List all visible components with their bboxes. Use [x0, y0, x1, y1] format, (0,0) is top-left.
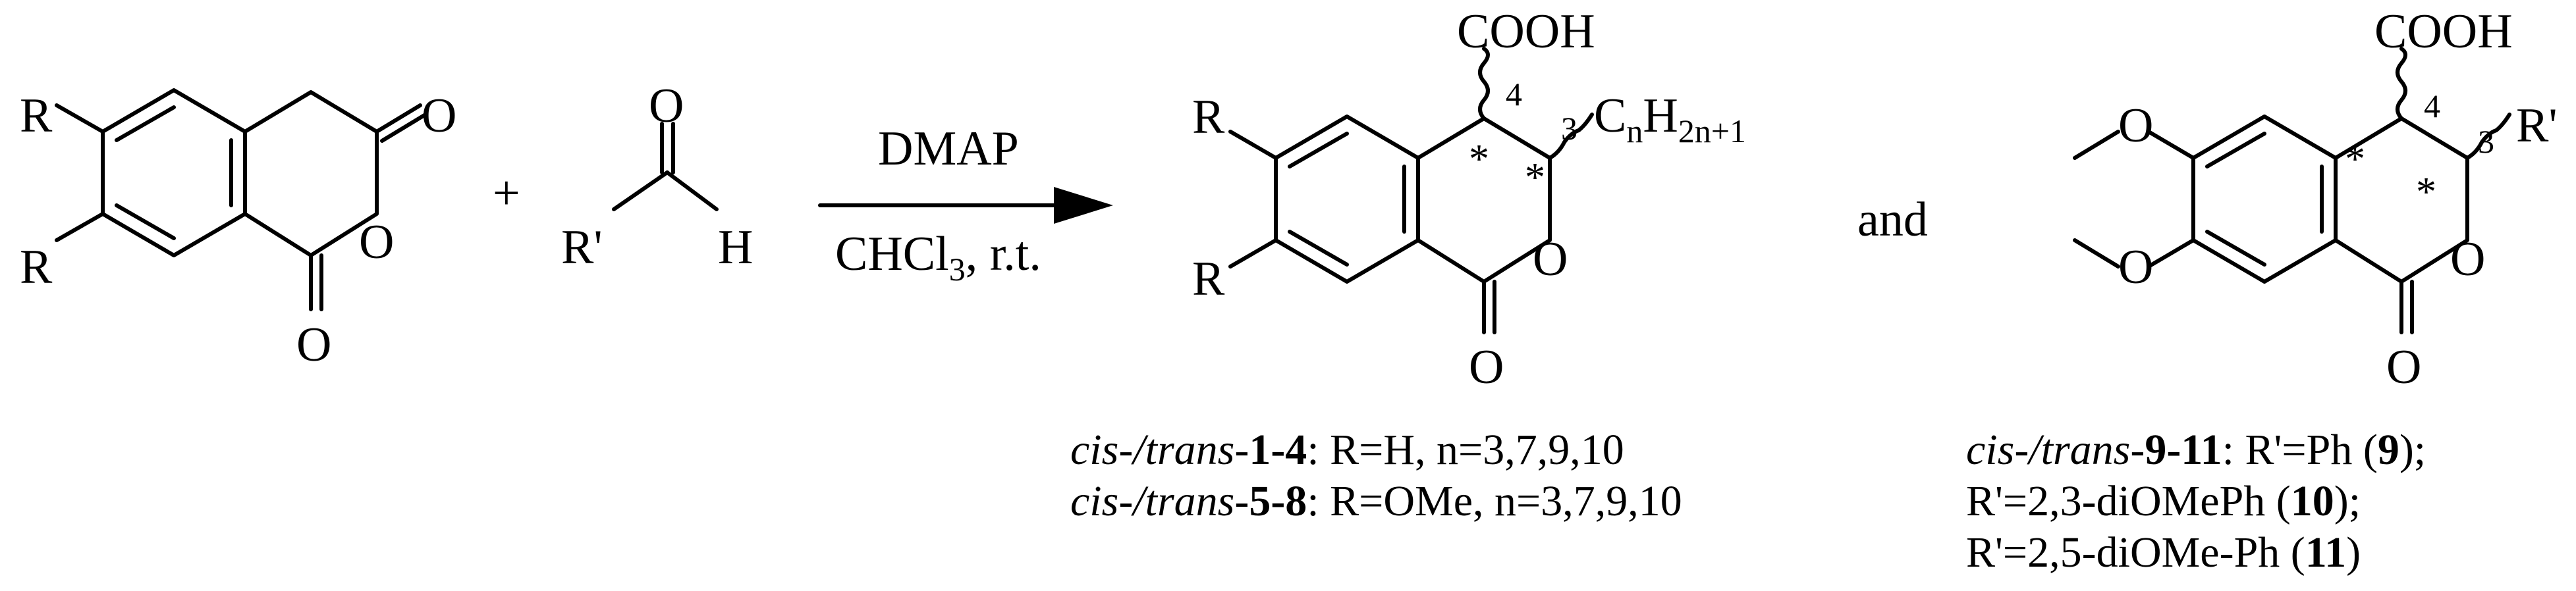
reactant-anhydride: R R O O O: [20, 88, 456, 372]
product-isochromanone-alkyl: COOH R R 4 3 * * CnH2n+1 O O: [1192, 5, 1746, 394]
caption-products-5-8: cis-/trans-5-8: R=OMe, n=3,7,9,10: [1070, 477, 1682, 525]
product2-stereo-3: *: [2416, 170, 2436, 215]
product1-ring-o: O: [1533, 232, 1568, 286]
product2-methoxy-o-top: O: [2118, 99, 2153, 153]
product1-r-bottom: R: [1192, 252, 1225, 306]
product2-ring-o: O: [2450, 232, 2485, 286]
reaction-arrow: DMAP CHCl3, r.t.: [818, 122, 1113, 288]
product1-r-top: R: [1192, 90, 1225, 144]
caption-product-11: R'=2,5-diOMe-Ph (11): [1966, 528, 2361, 577]
aldehyde-o: O: [649, 79, 684, 133]
ring-o: O: [359, 215, 394, 269]
product1-stereo-4: *: [1469, 137, 1489, 182]
and-connector: and: [1857, 193, 1928, 247]
caption-products-9-11: cis-/trans-9-11: R'=Ph (9);: [1966, 426, 2426, 474]
plus-sign: +: [493, 167, 520, 220]
carbonyl-o-top: O: [422, 89, 456, 143]
r-prime-label: R': [561, 220, 603, 274]
r-top-label: R: [20, 89, 53, 143]
product2-position-4: 4: [2424, 88, 2440, 124]
caption-products-1-4: cis-/trans-1-4: R=H, n=3,7,9,10: [1070, 426, 1624, 474]
product2-methoxy-o-bottom: O: [2118, 240, 2153, 294]
caption-product-10: R'=2,3-diOMePh (10);: [1966, 477, 2361, 525]
product1-stereo-3: *: [1525, 155, 1545, 200]
product1-acid: COOH: [1457, 5, 1595, 59]
product1-carbonyl-o: O: [1469, 340, 1504, 394]
carbonyl-o-bottom: O: [296, 318, 331, 372]
product1-position-4: 4: [1506, 76, 1522, 113]
product-isochromanone-aryl: COOH 4 3 * * R' O O O O: [2073, 5, 2558, 394]
reagent-conditions: CHCl3, r.t.: [835, 227, 1041, 288]
aldehyde-h: H: [718, 220, 753, 274]
reagent-dmap: DMAP: [878, 122, 1019, 176]
product2-r-prime: R': [2516, 99, 2558, 153]
product2-position-3: 3: [2478, 123, 2494, 160]
product2-stereo-4: *: [2345, 137, 2365, 182]
product1-alkyl-chain: CnH2n+1: [1594, 89, 1746, 149]
reactant-aldehyde: O R' H: [561, 79, 753, 274]
r-bottom-label: R: [20, 240, 53, 294]
product2-carbonyl-o: O: [2386, 340, 2421, 394]
product2-acid: COOH: [2374, 5, 2513, 59]
product1-position-3: 3: [1561, 110, 1577, 147]
